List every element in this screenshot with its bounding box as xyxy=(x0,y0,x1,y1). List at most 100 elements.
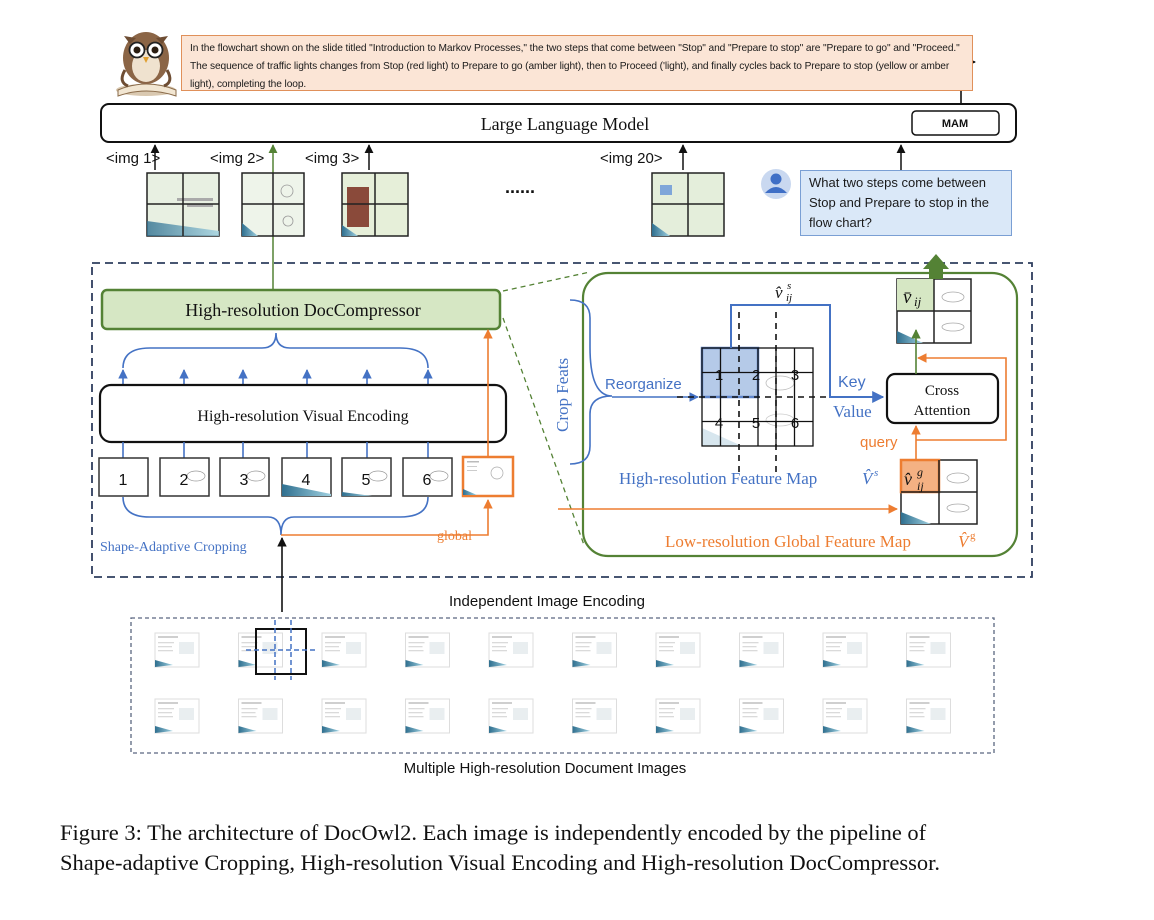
independent-encoding-label: Independent Image Encoding xyxy=(449,593,645,610)
grid-number-5: 5 xyxy=(752,415,760,432)
user-avatar-icon xyxy=(761,169,791,199)
crop-tile-2: 2 xyxy=(159,457,210,497)
llm-block xyxy=(100,103,1017,143)
image-token-20: <img 20> xyxy=(600,150,663,167)
svg-text:s: s xyxy=(874,467,878,479)
global-label: global xyxy=(437,529,472,544)
zoom-line-top xyxy=(502,271,591,292)
caption-line-1: Figure 3: The architecture of DocOwl2. E… xyxy=(60,820,927,845)
document-thumbnail xyxy=(488,698,534,734)
document-thumbnail xyxy=(405,632,450,668)
document-thumbnail xyxy=(154,632,200,668)
document-thumbnail xyxy=(572,632,617,668)
grid-number-3: 3 xyxy=(791,367,799,384)
v-hat-s-ij: v̂ s ij xyxy=(775,280,792,304)
doc-compressor-label: High-resolution DocCompressor xyxy=(185,300,420,320)
svg-text:V̂: V̂ xyxy=(862,469,875,488)
question-box: What two steps come between Stop and Pre… xyxy=(800,170,1012,236)
compressed-image-3 xyxy=(341,172,409,237)
residual-path xyxy=(916,353,1007,441)
crop-number: 1 xyxy=(119,472,128,489)
document-thumbnail xyxy=(238,698,283,734)
compressed-image-2 xyxy=(241,172,305,237)
svg-text:v̄: v̄ xyxy=(903,287,912,308)
svg-text:High-resolution Feature Map: High-resolution Feature Map xyxy=(619,469,817,488)
independent-encoding-region xyxy=(91,262,1033,578)
low-res-global-map xyxy=(899,458,978,525)
svg-text:V̂: V̂ xyxy=(958,532,971,551)
cross-attention-block xyxy=(885,372,1000,425)
document-thumbnail xyxy=(238,632,283,668)
owl-reading-book-icon xyxy=(116,32,177,97)
key-value-path xyxy=(730,304,885,403)
crop-tiles: 1 2 3 4 5 6 xyxy=(98,457,453,497)
crop-number: 5 xyxy=(362,472,371,489)
answer-box: In the flowchart shown on the slide titl… xyxy=(181,35,973,91)
document-thumbnail xyxy=(822,632,868,668)
crop-lines xyxy=(246,620,318,680)
doc-compressor-block xyxy=(100,288,502,331)
grid-number-1: 1 xyxy=(715,367,723,384)
crop-number: 4 xyxy=(302,472,311,489)
grid-number-6: 6 xyxy=(791,415,799,432)
svg-text:g: g xyxy=(917,465,923,479)
document-thumbnail xyxy=(906,698,951,734)
llm-label: Large Language Model xyxy=(481,114,650,134)
crop-feats-brace xyxy=(569,299,613,465)
compressed-output-map xyxy=(896,278,972,344)
encoder-output-brace xyxy=(122,332,429,369)
document-thumbnail xyxy=(655,632,701,668)
document-thumbnail xyxy=(572,698,617,734)
crop-tile-6: 6 xyxy=(402,457,453,497)
mam-module xyxy=(911,110,1000,136)
document-thumbnail xyxy=(321,632,367,668)
mam-label: MAM xyxy=(942,118,968,130)
compressor-output-fat-arrow xyxy=(923,254,949,279)
visual-encoder-label: High-resolution Visual Encoding xyxy=(197,408,408,425)
global-thumbnail xyxy=(461,455,515,498)
document-thumbnail xyxy=(488,632,534,668)
svg-text:ij: ij xyxy=(786,292,792,304)
cropping-label: Shape-Adaptive Cropping xyxy=(100,540,247,555)
svg-text:ij: ij xyxy=(917,479,924,493)
document-thumbnail xyxy=(739,698,784,734)
caption-line-2: Shape-adaptive Cropping, High-resolution… xyxy=(60,850,940,875)
image-token-2: <img 2> xyxy=(210,150,264,167)
crop-tile-4: 4 xyxy=(281,457,332,497)
zoom-line-bottom xyxy=(502,317,585,546)
key-label: Key xyxy=(838,374,866,391)
crop-number: 3 xyxy=(240,472,249,489)
value-label: Value xyxy=(833,402,872,421)
global-path-arrow xyxy=(281,499,493,536)
reorganize-label: Reorganize xyxy=(605,376,682,393)
answer-text: In the flowchart shown on the slide titl… xyxy=(190,43,960,90)
svg-text:s: s xyxy=(787,280,791,292)
query-label: query xyxy=(860,434,898,451)
encoder-output-arrows xyxy=(118,369,433,385)
svg-text:Low-resolution Global Feature: Low-resolution Global Feature Map xyxy=(665,532,911,551)
grid-number-4: 4 xyxy=(715,415,723,432)
document-thumbnail xyxy=(405,698,450,734)
document-thumbnail xyxy=(822,698,868,734)
high-res-feature-map xyxy=(677,312,838,473)
document-thumbnail xyxy=(655,698,701,734)
selected-document xyxy=(255,628,307,675)
crop-number: 2 xyxy=(180,472,189,489)
document-thumbnail xyxy=(321,698,367,734)
lr-feature-map-label: Low-resolution Global Feature Map V̂ g xyxy=(665,530,976,551)
crop-to-encoder-lines xyxy=(122,442,429,458)
svg-text:v̂: v̂ xyxy=(904,469,912,489)
ellipsis: ...... xyxy=(505,177,535,197)
grid-number-2: 2 xyxy=(752,367,760,384)
svg-text:ij: ij xyxy=(914,294,922,309)
documents-label: Multiple High-resolution Document Images xyxy=(404,760,687,777)
figure-caption: Figure 3: The architecture of DocOwl2. E… xyxy=(60,818,1120,878)
cross-attention-label-1: Cross xyxy=(925,383,959,399)
crop-tile-5: 5 xyxy=(341,457,392,497)
document-thumbnail xyxy=(906,632,951,668)
compressor-detail-panel xyxy=(581,271,1019,558)
hr-feature-map-label: High-resolution Feature Map V̂ s xyxy=(619,467,878,488)
image-token-3: <img 3> xyxy=(305,150,359,167)
svg-text:g: g xyxy=(970,530,976,542)
